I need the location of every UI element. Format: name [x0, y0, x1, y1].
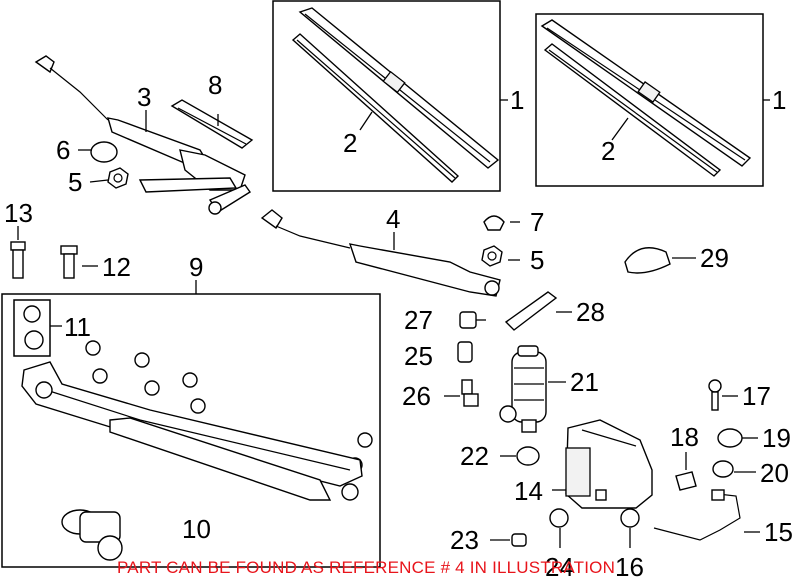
pump-23	[511, 533, 527, 547]
callout-19: 19	[762, 423, 791, 453]
callout-24: 24	[545, 552, 574, 581]
plug-25	[457, 341, 473, 363]
callout-1-right: 1	[772, 85, 786, 115]
grommet-24	[549, 508, 569, 528]
nut-5-right	[481, 245, 503, 267]
callout-17: 17	[742, 381, 771, 411]
grommet-22	[516, 446, 540, 466]
reference-caption: PART CAN BE FOUND AS REFERENCE # 4 IN IL…	[117, 558, 616, 577]
callout-6: 6	[56, 135, 70, 165]
callout-16: 16	[615, 552, 644, 581]
wiper-blade-box-left	[272, 0, 501, 192]
callout-10: 10	[182, 514, 211, 544]
callout-4: 4	[386, 204, 400, 234]
wiper-motor	[61, 509, 123, 561]
cap-7	[483, 215, 505, 231]
callout-20: 20	[760, 458, 789, 488]
callout-9: 9	[189, 252, 203, 282]
wiper-blade-box-right	[535, 13, 764, 187]
callout-11: 11	[64, 312, 91, 342]
bolt-12	[60, 245, 78, 279]
trim-piece-8	[170, 99, 254, 149]
callout-21: 21	[570, 367, 599, 397]
clip-18	[675, 471, 697, 491]
linkage-box	[1, 293, 381, 568]
callout-18: 18	[670, 422, 699, 452]
callout-2-right: 2	[601, 136, 615, 166]
washer-pump-21	[499, 345, 547, 433]
nozzle-28	[504, 291, 558, 331]
wiper-arm-4	[260, 209, 501, 297]
callout-25: 25	[404, 341, 433, 371]
callout-5-left: 5	[68, 167, 82, 197]
callout-7: 7	[530, 207, 544, 237]
hose-15	[653, 489, 741, 541]
leader-lines	[17, 99, 770, 548]
callout-26: 26	[402, 381, 431, 411]
wiper-arm-3	[34, 55, 252, 215]
callout-labels: 1 1 2 2 3 4 5 5 6 7 8 9 10 11 12 13 14 1…	[4, 70, 793, 581]
connector-26	[461, 379, 479, 407]
callout-27: 27	[404, 305, 433, 335]
screw-17	[708, 379, 722, 411]
callout-29: 29	[700, 243, 729, 273]
callout-1-left: 1	[510, 85, 524, 115]
callout-2-left: 2	[343, 128, 357, 158]
callout-22: 22	[460, 441, 489, 471]
washer-reservoir-14	[565, 419, 653, 509]
callout-15: 15	[764, 517, 793, 547]
callout-14: 14	[514, 476, 543, 506]
nut-19	[717, 428, 743, 448]
sensor-29	[624, 247, 671, 274]
callout-3: 3	[137, 82, 151, 112]
callout-23: 23	[450, 525, 479, 555]
nut-5-left	[107, 167, 129, 189]
plug-27	[459, 311, 477, 329]
callout-28: 28	[576, 297, 605, 327]
callout-12: 12	[102, 252, 131, 282]
cap-6	[90, 141, 118, 163]
callout-5-right: 5	[530, 245, 544, 275]
bolt-13	[10, 241, 26, 279]
grommet-20	[712, 460, 734, 478]
grommet-16	[620, 508, 640, 528]
callout-13: 13	[4, 198, 33, 228]
callout-8: 8	[208, 70, 222, 100]
